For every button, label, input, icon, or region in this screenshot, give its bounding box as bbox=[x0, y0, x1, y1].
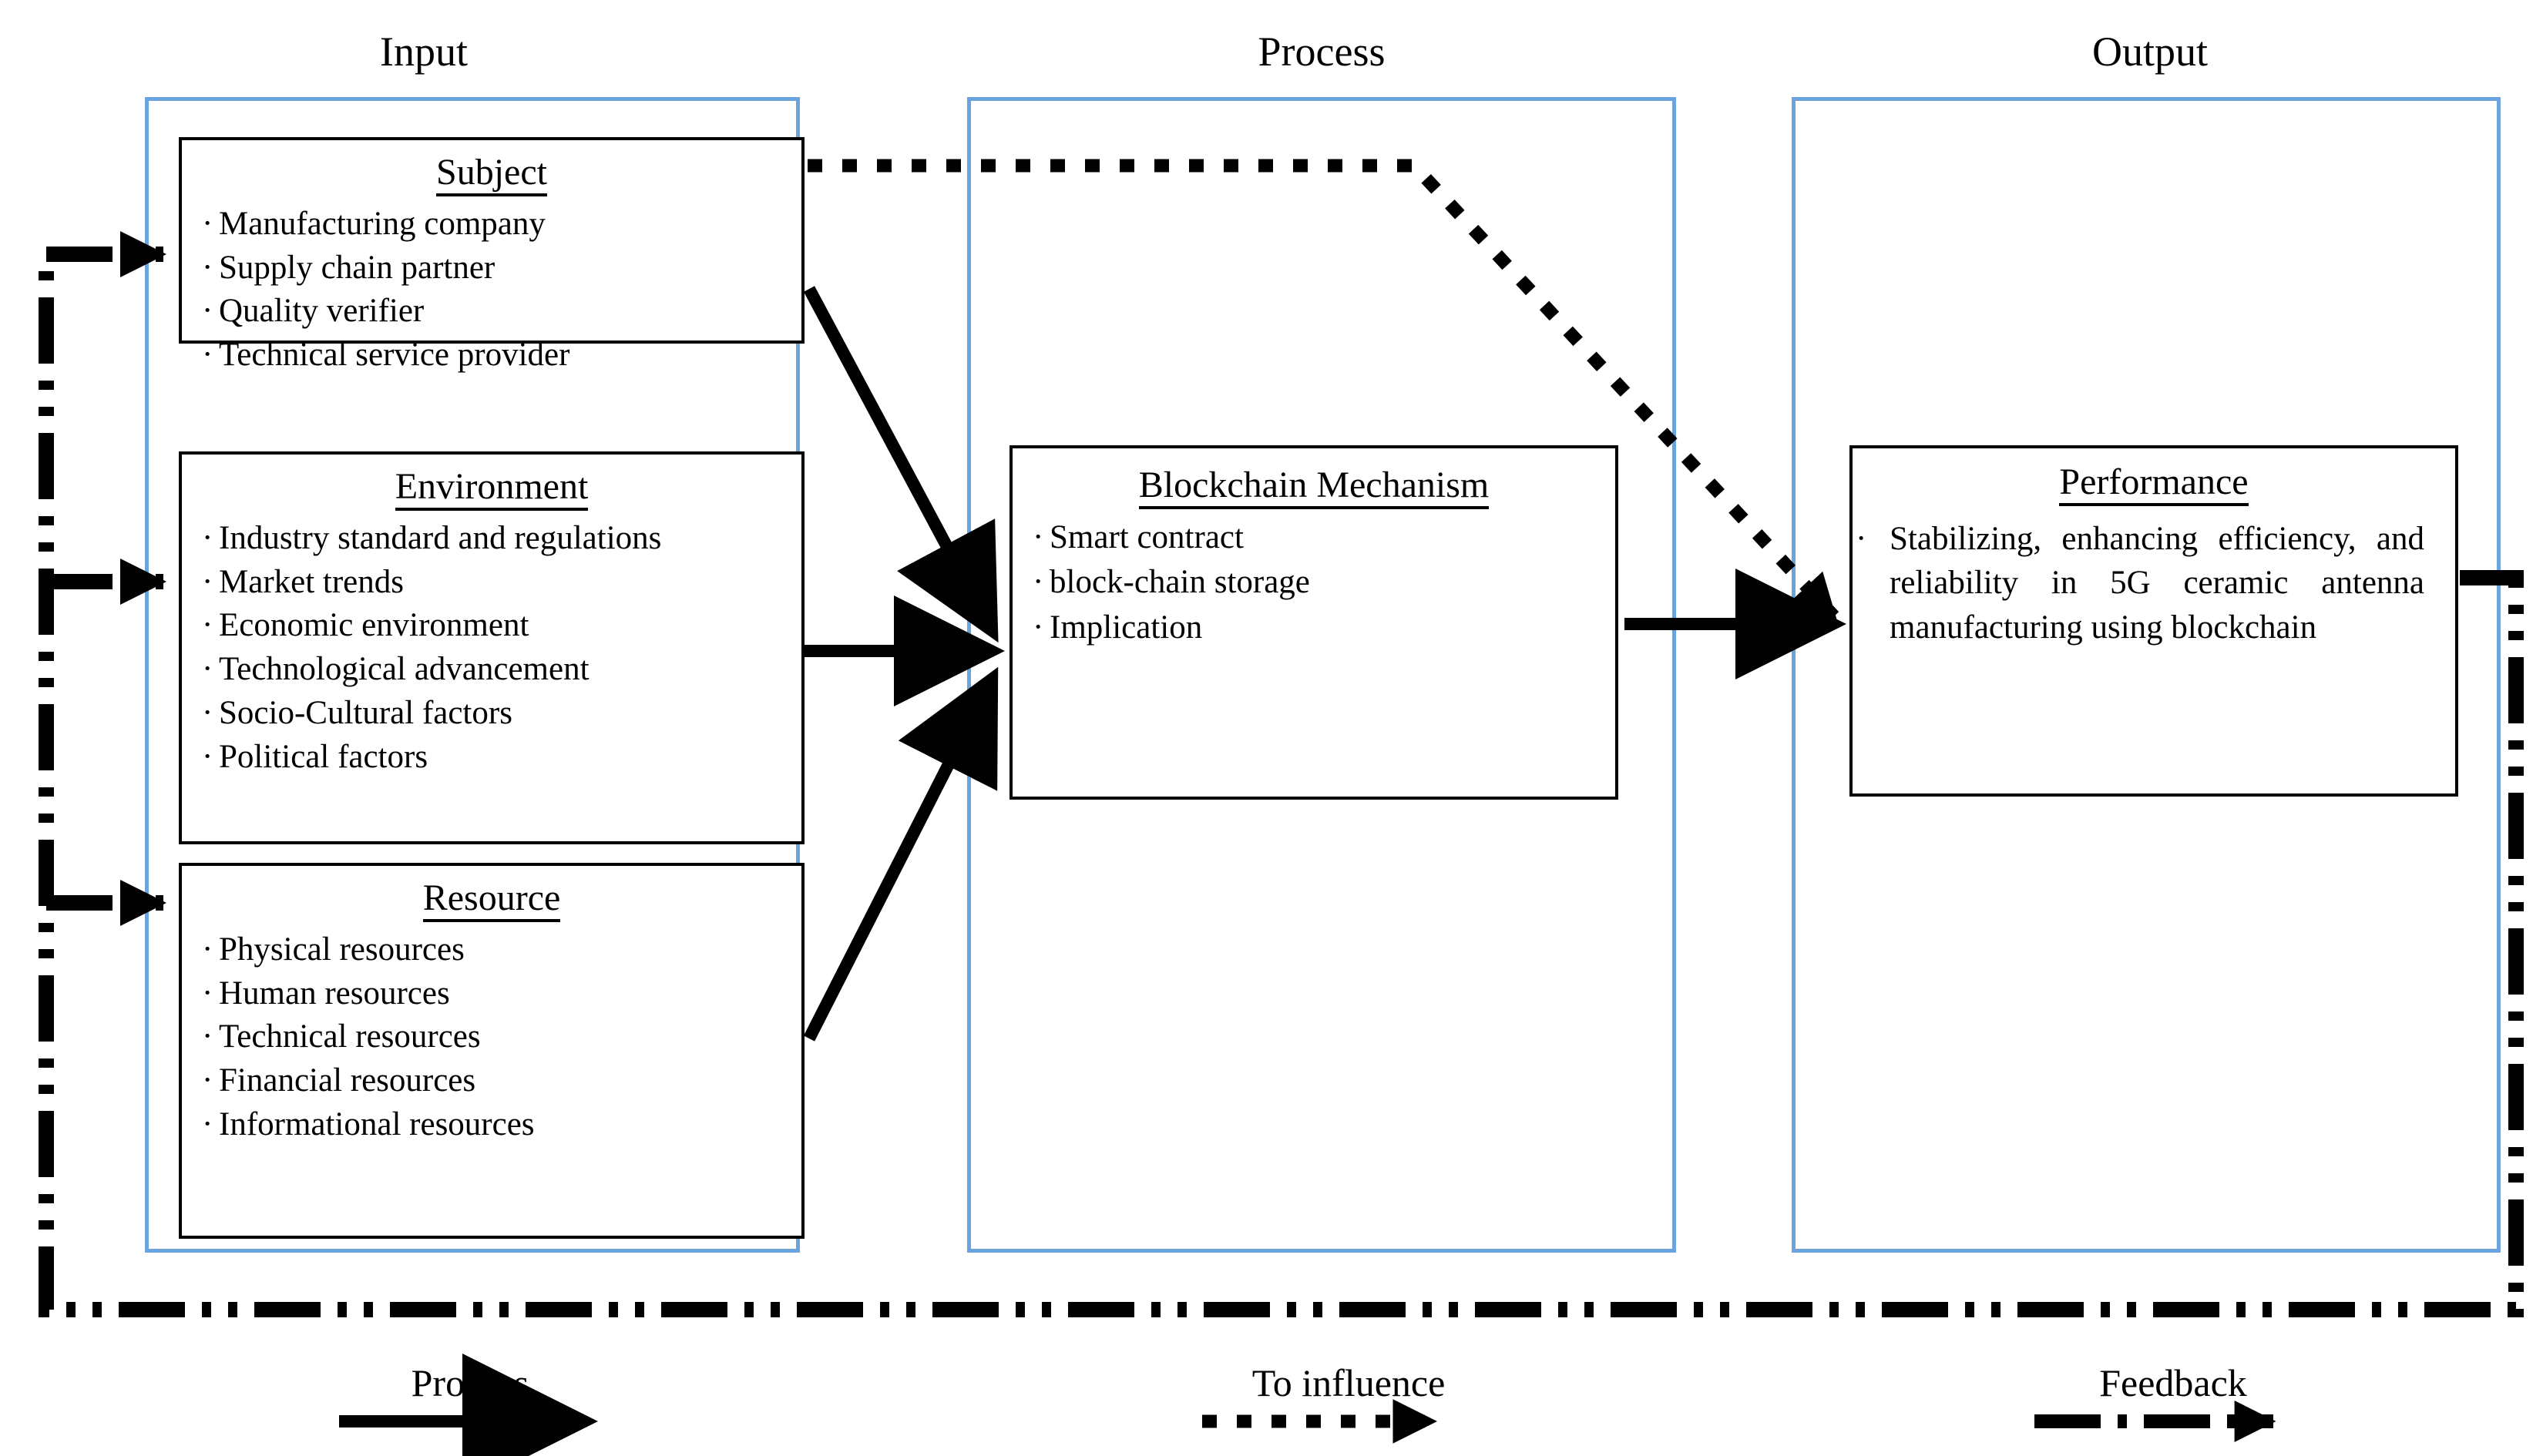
list-item: Technological advancement bbox=[202, 648, 801, 692]
list-item: Financial resources bbox=[202, 1059, 801, 1103]
list-item: Quality verifier bbox=[202, 290, 801, 334]
list-item: Manufacturing company bbox=[202, 203, 801, 247]
legend-label-to-influence: To influence bbox=[1251, 1361, 1446, 1404]
list-item: Industry standard and regulations bbox=[202, 517, 801, 561]
list-item: Smart contract bbox=[1033, 515, 1615, 560]
list-item: Stabilizing, enhancing efficiency, and r… bbox=[1873, 517, 2455, 650]
entity-box-environment[interactable]: Environment Industry standard and regula… bbox=[179, 451, 805, 844]
list-item: Socio-Cultural factors bbox=[202, 692, 801, 736]
legend-item-feedback: Feedback bbox=[1973, 1364, 2373, 1402]
list-item: Supply chain partner bbox=[202, 247, 801, 290]
entity-title-blockchain-mechanism: Blockchain Mechanism bbox=[1013, 465, 1615, 509]
entity-box-subject[interactable]: Subject Manufacturing company Supply cha… bbox=[179, 137, 805, 373]
list-item: Political factors bbox=[202, 736, 801, 780]
entity-box-blockchain-mechanism[interactable]: Blockchain Mechanism Smart contract bloc… bbox=[1009, 445, 1618, 800]
entity-list-performance: Stabilizing, enhancing efficiency, and r… bbox=[1853, 517, 2455, 650]
entity-title-subject: Subject bbox=[182, 152, 801, 196]
list-item: Technical service provider bbox=[202, 334, 801, 377]
legend-item-to-influence: To influence bbox=[1133, 1364, 1564, 1402]
entity-list-environment: Industry standard and regulations Market… bbox=[182, 517, 801, 780]
legend-item-process: Process bbox=[262, 1364, 678, 1402]
column-header-process: Process bbox=[1258, 29, 1386, 75]
connector-subject-to-blockchain bbox=[803, 286, 999, 643]
entity-title-performance: Performance bbox=[1853, 461, 2455, 506]
entity-box-resource[interactable]: Resource Physical resources Human resour… bbox=[179, 863, 805, 1239]
entity-list-resource: Physical resources Human resources Techn… bbox=[182, 928, 801, 1147]
list-item: Economic environment bbox=[202, 604, 801, 648]
column-header-input: Input bbox=[380, 29, 468, 75]
legend-label-feedback: Feedback bbox=[2099, 1361, 2247, 1404]
list-item: Physical resources bbox=[202, 928, 801, 972]
entity-box-performance[interactable]: Performance Stabilizing, enhancing effic… bbox=[1849, 445, 2458, 797]
entity-list-blockchain-mechanism: Smart contract block-chain storage Impli… bbox=[1013, 515, 1615, 650]
list-item: Technical resources bbox=[202, 1015, 801, 1059]
connector-resource-to-blockchain bbox=[803, 666, 999, 1042]
list-item: Human resources bbox=[202, 972, 801, 1016]
list-item: Market trends bbox=[202, 561, 801, 605]
entity-list-subject: Manufacturing company Supply chain partn… bbox=[182, 203, 801, 377]
list-item: Implication bbox=[1033, 606, 1615, 650]
entity-title-resource: Resource bbox=[182, 877, 801, 922]
legend-label-process: Process bbox=[411, 1361, 529, 1404]
column-header-output: Output bbox=[2091, 29, 2208, 75]
entity-title-environment: Environment bbox=[182, 466, 801, 511]
list-item: Informational resources bbox=[202, 1103, 801, 1147]
list-item: block-chain storage bbox=[1033, 560, 1615, 605]
